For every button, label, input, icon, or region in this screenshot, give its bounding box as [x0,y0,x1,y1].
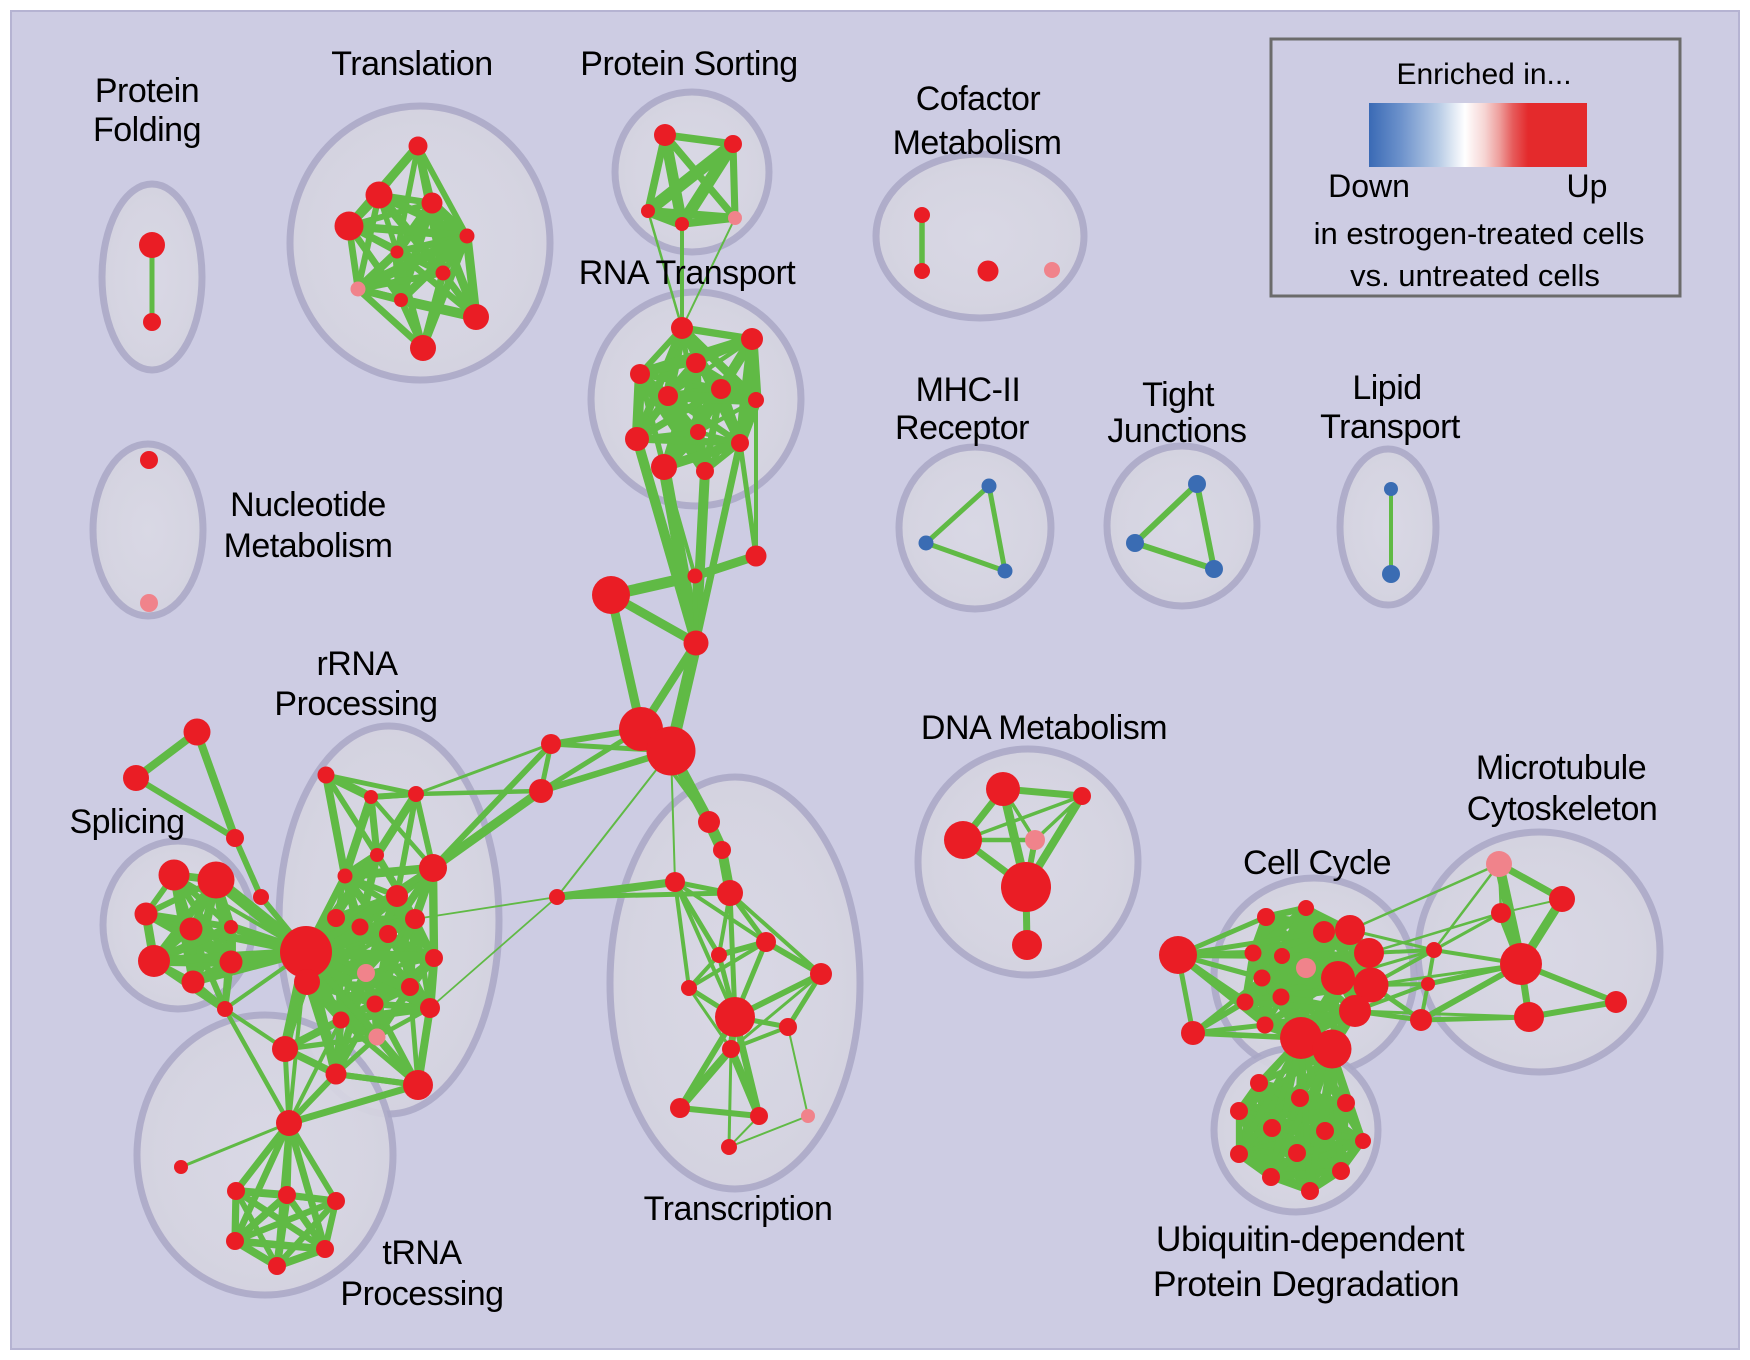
svg-text:Cytoskeleton: Cytoskeleton [1467,790,1658,828]
svg-text:Transcription: Transcription [644,1190,833,1228]
svg-text:Up: Up [1567,168,1608,204]
svg-text:Protein Degradation: Protein Degradation [1153,1264,1459,1304]
svg-text:Ubiquitin-dependent: Ubiquitin-dependent [1156,1219,1465,1259]
svg-text:Nucleotide: Nucleotide [230,486,386,524]
svg-text:Receptor: Receptor [895,409,1029,447]
svg-text:Folding: Folding [93,111,201,149]
svg-text:in estrogen-treated cells: in estrogen-treated cells [1314,216,1645,251]
svg-text:Metabolism: Metabolism [224,527,393,565]
svg-text:Junctions: Junctions [1107,412,1246,450]
svg-text:Cofactor: Cofactor [916,80,1041,118]
svg-text:Transport: Transport [1320,408,1461,446]
svg-text:Translation: Translation [331,45,492,83]
svg-text:Processing: Processing [274,685,437,723]
svg-text:Processing: Processing [340,1275,503,1313]
svg-text:Enriched in...: Enriched in... [1396,58,1571,91]
svg-text:Splicing: Splicing [69,803,184,841]
svg-text:Cell Cycle: Cell Cycle [1243,844,1391,882]
svg-text:RNA Transport: RNA Transport [579,254,797,292]
svg-text:MHC-II: MHC-II [916,371,1021,409]
svg-text:Lipid: Lipid [1352,369,1421,407]
svg-text:Down: Down [1328,168,1410,204]
svg-text:rRNA: rRNA [316,645,398,683]
svg-text:DNA Metabolism: DNA Metabolism [921,709,1167,747]
svg-text:Protein: Protein [95,72,199,110]
svg-text:Tight: Tight [1142,376,1215,414]
svg-text:Metabolism: Metabolism [893,124,1062,162]
svg-text:tRNA: tRNA [382,1234,462,1272]
svg-text:Microtubule: Microtubule [1476,749,1646,787]
svg-text:Protein Sorting: Protein Sorting [580,45,797,83]
svg-text:vs. untreated cells: vs. untreated cells [1350,258,1600,293]
